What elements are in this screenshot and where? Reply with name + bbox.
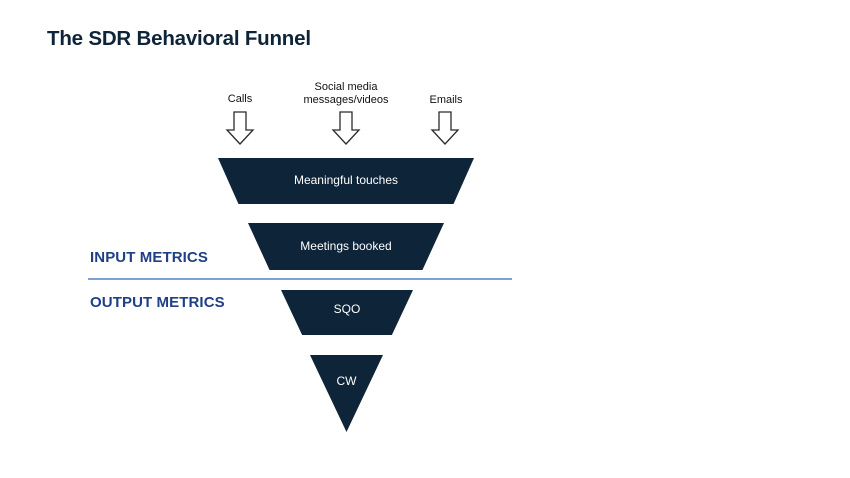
metrics-divider [88, 278, 512, 280]
input-label-social: Social media messages/videos [276, 81, 416, 107]
funnel-stage-sqo: SQO [281, 290, 413, 335]
funnel-stage-label: Meetings booked [300, 239, 392, 253]
funnel-stage-label: SQO [333, 302, 361, 316]
funnel-stage-cw: CW [310, 355, 383, 432]
down-arrow-icon [331, 111, 361, 145]
funnel-stage-meetings-booked: Meetings booked [248, 223, 444, 270]
down-arrow-icon [225, 111, 255, 145]
funnel-stage-meaningful-touches: Meaningful touches [218, 158, 474, 204]
funnel-stage-label: Meaningful touches [293, 173, 399, 187]
down-arrow-icon [430, 111, 460, 145]
output-metrics-label: OUTPUT METRICS [90, 294, 225, 311]
input-metrics-label: INPUT METRICS [90, 249, 208, 266]
funnel-stage-label: CW [336, 374, 357, 388]
page-title: The SDR Behavioral Funnel [47, 27, 311, 50]
input-label-emails: Emails [429, 94, 463, 106]
input-label-calls: Calls [227, 93, 253, 105]
input-label-social-line2: messages/videos [303, 94, 389, 106]
input-label-social-line1: Social media [314, 81, 378, 93]
